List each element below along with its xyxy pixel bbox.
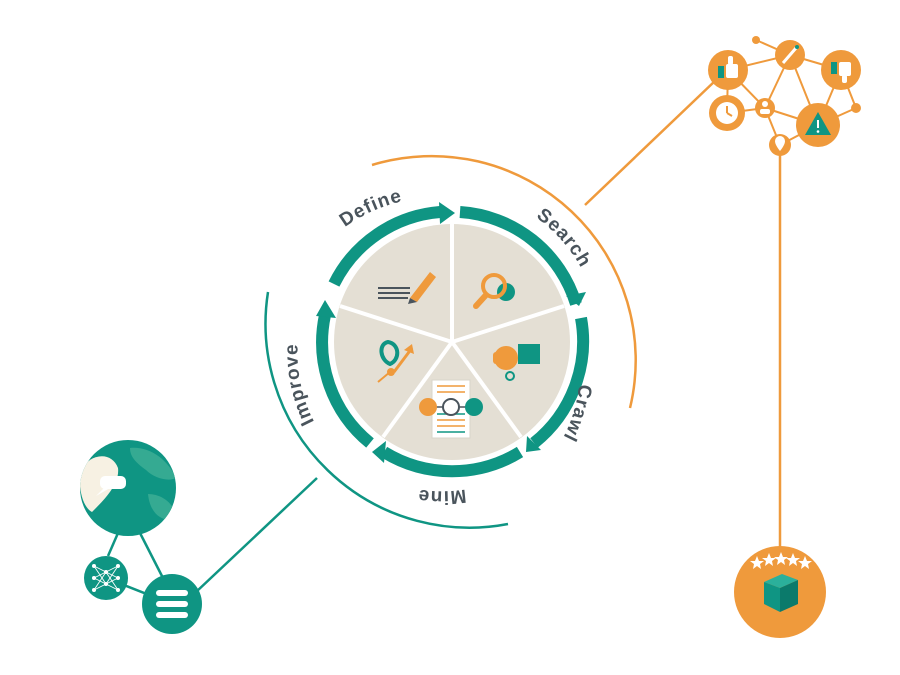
neural-network-icon [84,556,128,600]
cycle-pie [334,224,570,460]
user-icon [755,98,775,118]
rocket-icon [377,339,414,383]
ring-segment-improve [316,313,374,448]
magnifier-icon [473,273,515,309]
arrowhead-search [566,292,586,306]
list-lines-icon [142,574,202,634]
warning-icon [796,103,840,147]
clock-icon [709,95,745,131]
ring-segment-search [459,206,582,306]
stage-label-mine: Mine [416,485,467,508]
stage-label-search: Search [533,204,596,271]
outer-arc-teal [264,291,509,529]
ring-segment-crawl [530,316,590,448]
outer-arc-orange [371,154,637,409]
ring-segment-mine [380,446,524,478]
location-pin-icon [769,134,791,156]
cycle-ring [316,206,590,478]
arrowhead-improve [316,300,336,318]
network-nodes [708,36,861,156]
arrowhead-crawl [526,436,541,452]
five-star-box-icon [734,546,826,638]
ring-segment-define [328,206,441,287]
document-thumbs-icon [419,379,483,439]
cycle-arrowheads [316,202,586,463]
globe-chat-icon [80,440,176,536]
thumbs-down-icon [821,50,861,90]
connector-left [195,477,318,593]
pen-lines-icon [378,272,436,304]
magic-wand-icon [775,40,805,70]
thumbs-up-icon [708,50,748,90]
hand-cube-icon [493,344,540,381]
connector-right [584,79,717,206]
arrowhead-define [439,202,455,224]
arrowhead-mine [372,441,386,463]
